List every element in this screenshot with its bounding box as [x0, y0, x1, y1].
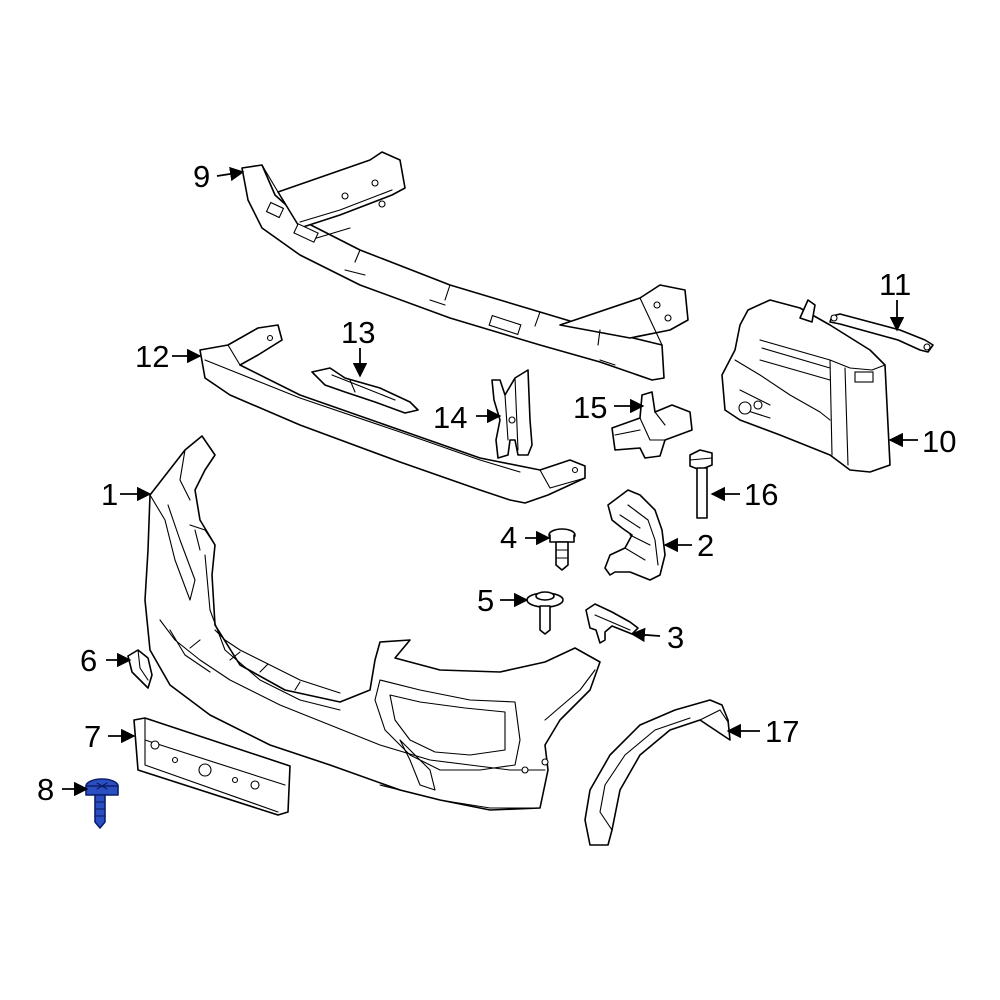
callout-17: 17 [765, 714, 799, 749]
callout-1: 1 [101, 477, 118, 512]
part-8-screw-highlighted[interactable] [85, 778, 119, 829]
part-11-support-rod[interactable] [829, 313, 934, 353]
callout-10: 10 [922, 424, 956, 459]
part-6-tow-hook-cap[interactable] [127, 649, 153, 689]
part-3-retainer-clip[interactable] [585, 603, 639, 644]
part-13-bracket[interactable] [311, 367, 419, 414]
part-5-screw[interactable] [526, 591, 564, 635]
leader-lines [62, 166, 918, 797]
part-2-guide-bracket[interactable] [604, 489, 666, 581]
callout-16: 16 [744, 477, 778, 512]
callout-7: 7 [84, 719, 101, 754]
callout-5: 5 [477, 583, 494, 618]
callout-labels: 9 12 13 14 15 11 10 16 1 2 4 5 3 6 7 8 1… [37, 159, 956, 807]
callout-9: 9 [193, 159, 210, 194]
callout-13: 13 [341, 315, 375, 350]
callout-3: 3 [667, 620, 684, 655]
callout-12: 12 [135, 339, 169, 374]
part-17-wheel-arch-molding[interactable] [584, 699, 731, 846]
part-14-side-bracket[interactable] [491, 369, 533, 459]
callout-2: 2 [697, 528, 714, 563]
callout-11: 11 [879, 267, 911, 302]
part-7-license-plate-bracket[interactable] [133, 717, 291, 816]
callout-4: 4 [500, 520, 517, 555]
part-1-bumper-cover[interactable] [144, 435, 601, 811]
callout-15: 15 [573, 390, 607, 425]
callout-14: 14 [433, 400, 467, 435]
part-12-energy-absorber[interactable] [199, 324, 586, 504]
part-4-clip[interactable] [548, 528, 576, 571]
callout-8: 8 [37, 772, 54, 807]
part-15-bracket[interactable] [611, 391, 693, 459]
part-16-long-bolt[interactable] [689, 449, 713, 519]
part-10-bumper-bracket-housing[interactable] [721, 299, 891, 473]
callout-6: 6 [80, 643, 97, 678]
part-9-impact-bar[interactable] [241, 151, 689, 381]
